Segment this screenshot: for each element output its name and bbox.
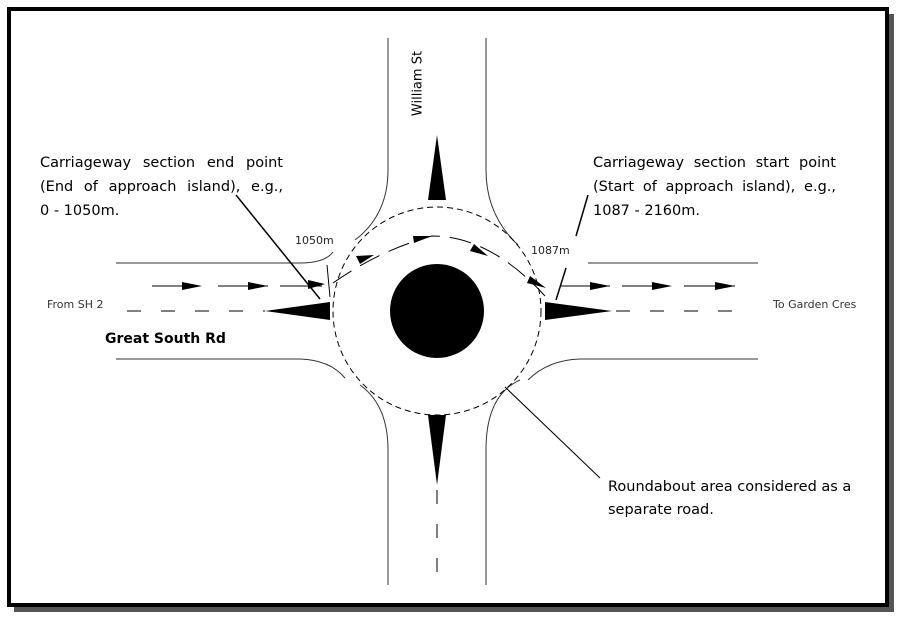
centre-lines [127, 310, 750, 582]
roundabout-note-line-2: separate road. [608, 502, 714, 518]
splitter-island-south [428, 415, 446, 485]
central-island [390, 264, 484, 358]
road-edge-left-bottom [359, 384, 389, 585]
splitter-island-west [265, 302, 330, 320]
to-label: To Garden Cres [773, 298, 857, 311]
roundabout-leader [504, 386, 601, 479]
end-marker-label: 1050m [295, 234, 334, 247]
splitter-island-east [545, 302, 612, 320]
start-marker-label: 1087m [531, 244, 570, 257]
arrow-icon [308, 280, 325, 289]
arrow-icon [652, 282, 672, 290]
splitter-island-north [428, 135, 446, 200]
arrow-icon [590, 282, 610, 290]
side-road-label: William St [410, 50, 426, 117]
road-edge-right-bottom [485, 379, 521, 585]
arrow-icon [356, 255, 374, 264]
start-marker-tick [555, 267, 567, 301]
start-point-note-line-2: (Start of approach island), e.g., [593, 179, 836, 195]
arrow-icon [182, 282, 202, 290]
arrow-icon [248, 282, 268, 290]
arrow-icon [470, 244, 488, 256]
end-marker-tick [326, 264, 331, 298]
end-point-note-line-2: (End of approach island), e.g., [40, 179, 283, 195]
end-point-leader [235, 194, 321, 300]
road-edge-bottom-left [116, 358, 346, 379]
road-edge-bottom-right [527, 358, 758, 381]
roundabout-note-line-1: Roundabout area considered as a [608, 479, 852, 495]
end-point-note-line-1: Carriageway section end point [40, 155, 283, 171]
main-road-label: Great South Rd [105, 331, 226, 347]
arrow-icon [527, 276, 546, 288]
splitter-islands [265, 135, 612, 485]
start-point-leader [575, 194, 589, 237]
leader-lines [235, 194, 601, 479]
arrow-icon [715, 282, 735, 290]
start-point-note-line-1: Carriageway section start point [593, 155, 836, 171]
end-point-note-line-3: 0 - 1050m. [40, 203, 120, 219]
arrow-icon [413, 236, 432, 243]
road-edge-top-left [116, 251, 334, 264]
from-label: From SH 2 [47, 298, 104, 311]
start-point-note-line-3: 1087 - 2160m. [593, 203, 700, 219]
direction-arrows [182, 236, 735, 290]
road-edge-left-top [354, 38, 389, 241]
